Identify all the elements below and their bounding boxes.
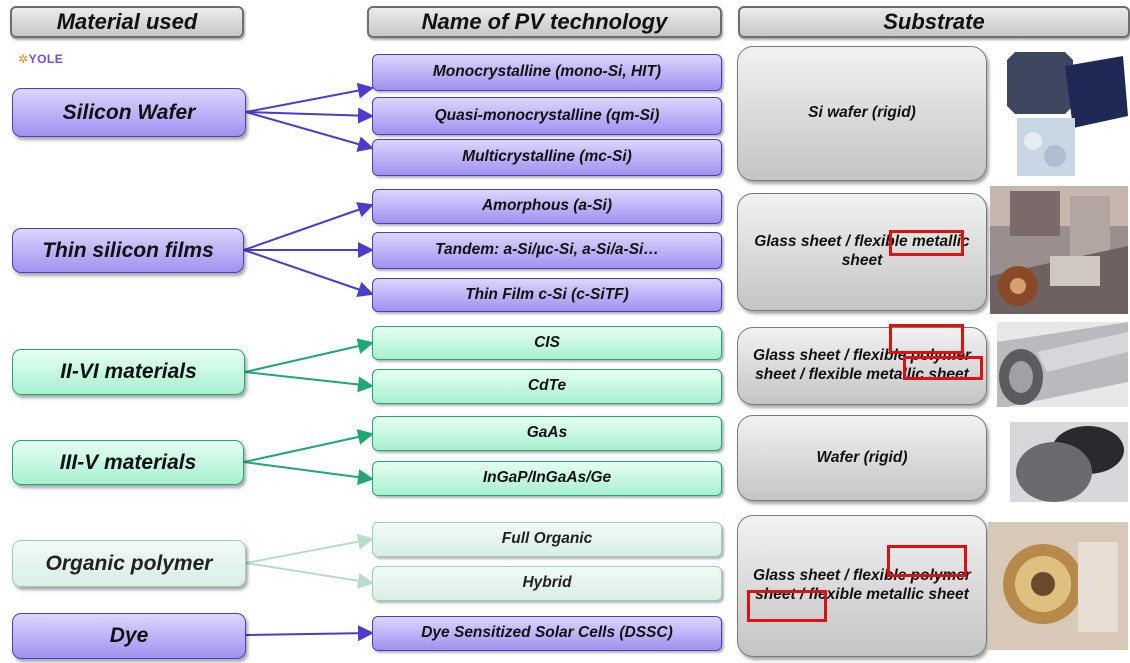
arrow-dye-dssc: [245, 625, 374, 642]
arrow-silicon-qm: [245, 107, 374, 124]
tech-thin-film-csi: Thin Film c-Si (c-SiTF): [372, 278, 722, 312]
highlight-flexible: [889, 324, 964, 354]
substrate-organic-dye: Glass sheet / flexible polymer sheet / f…: [737, 515, 987, 657]
arrow-organic-full: [245, 533, 374, 564]
header-material-used: Material used: [10, 6, 244, 38]
tech-hybrid: Hybrid: [372, 566, 722, 601]
highlight-flexible: [889, 230, 964, 256]
arrow-silicon-mc: [245, 111, 374, 152]
tech-multicrystalline: Multicrystalline (mc-Si): [372, 139, 722, 176]
tech-quasi-monocrystalline: Quasi-monocrystalline (qm-Si): [372, 97, 722, 135]
tech-gaas: GaAs: [372, 416, 722, 451]
photo-wafers: [1010, 422, 1128, 502]
photo-silicon-wafers: [993, 46, 1128, 181]
substrate-glass-polymer-metallic: Glass sheet / flexible polymer sheet / f…: [737, 327, 987, 405]
arrow-iivi-cdte: [244, 371, 374, 393]
substrate-wafer: Wafer (rigid): [737, 415, 987, 501]
highlight-flexible: [887, 545, 967, 577]
material-silicon-wafer: Silicon Wafer: [12, 88, 246, 137]
photo-flexible-sheet: [997, 322, 1128, 407]
tech-cdte: CdTe: [372, 369, 722, 404]
arrow-thin-csitf: [243, 249, 374, 298]
highlight-flexible: [747, 590, 827, 622]
substrate-si-wafer: Si wafer (rigid): [737, 46, 987, 181]
tech-tandem: Tandem: a-Si/µc-Si, a-Si/a-Si…: [372, 232, 722, 269]
header-substrate: Substrate: [738, 6, 1130, 38]
tech-monocrystalline: Monocrystalline (mono-Si, HIT): [372, 54, 722, 91]
material-organic-polymer: Organic polymer: [12, 540, 246, 587]
material-dye: Dye: [12, 613, 246, 659]
tech-dssc: Dye Sensitized Solar Cells (DSSC): [372, 616, 722, 651]
highlight-flexible: [903, 356, 983, 380]
arrow-iiiv-ingap: [243, 461, 374, 486]
arrow-iiiv-gaas: [243, 429, 374, 463]
material-thin-silicon-films: Thin silicon films: [12, 228, 244, 273]
substrate-glass-metallic: Glass sheet / flexible metallic sheet: [737, 193, 987, 311]
arrow-iivi-cis: [244, 338, 374, 373]
material-iii-v: III-V materials: [12, 440, 244, 485]
tech-cis: CIS: [372, 326, 722, 360]
arrow-organic-hybrid: [245, 562, 374, 589]
photo-roll-manufacturing: [990, 186, 1128, 314]
arrow-thin-amorphous: [243, 202, 374, 251]
tech-amorphous: Amorphous (a-Si): [372, 189, 722, 224]
tech-full-organic: Full Organic: [372, 522, 722, 557]
yole-logo: ✲YOLE: [18, 52, 64, 66]
header-pv-technology: Name of PV technology: [367, 6, 722, 38]
photo-organic-cell-roll: [988, 522, 1128, 650]
arrow-silicon-mono: [245, 82, 374, 113]
material-ii-vi: II-VI materials: [12, 349, 245, 395]
tech-ingap: InGaP/InGaAs/Ge: [372, 461, 722, 496]
